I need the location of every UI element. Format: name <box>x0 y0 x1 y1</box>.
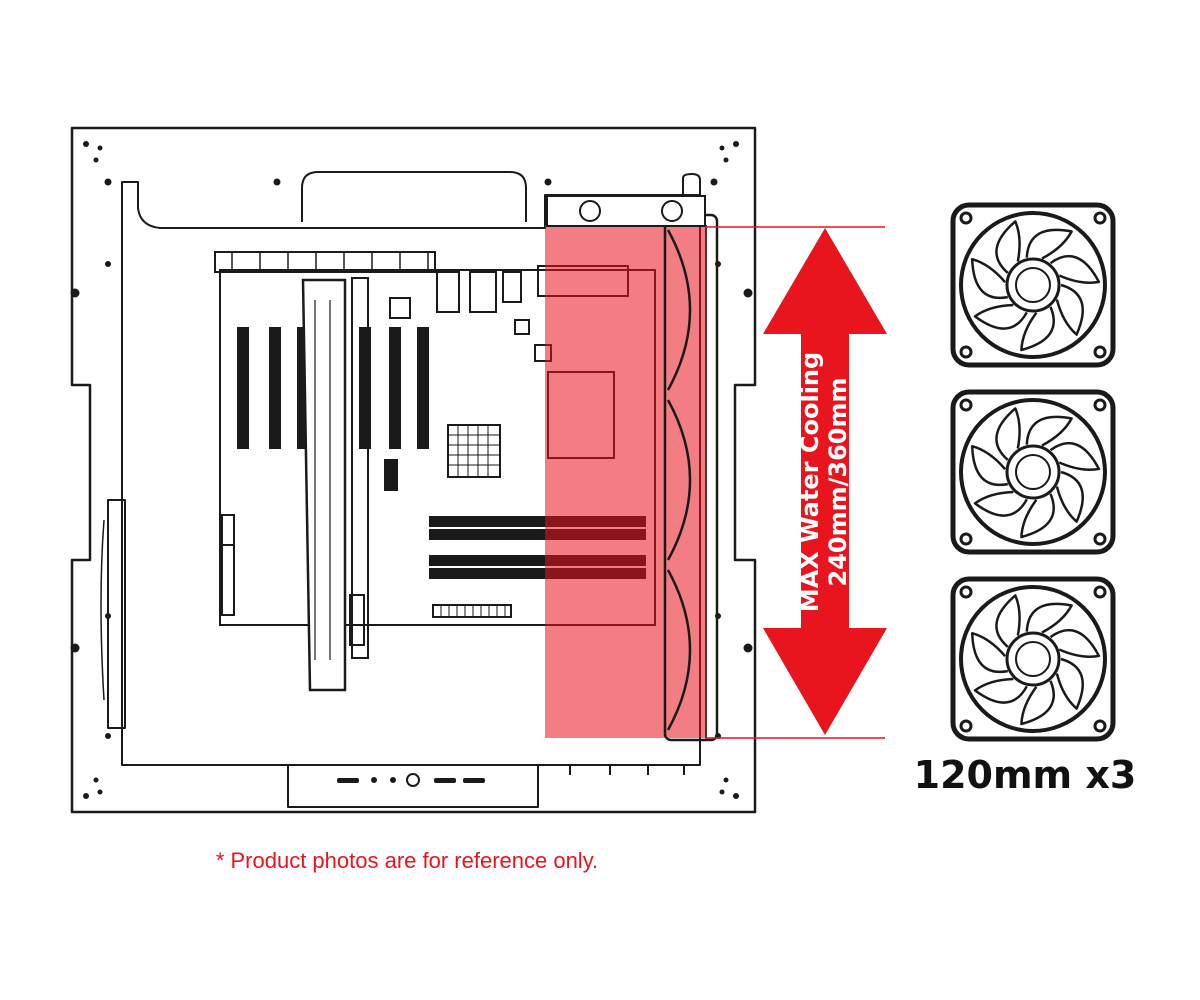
fan-icon <box>950 202 1116 368</box>
cooling-label-line2: 240mm/360mm <box>824 378 852 587</box>
disclaimer-text: * Product photos are for reference only. <box>216 848 598 873</box>
fan-icon <box>950 389 1116 555</box>
fan-icon <box>950 576 1116 742</box>
radiator-zone <box>545 225 707 738</box>
fan-size-caption: 120mm x3 <box>914 753 1137 797</box>
cooling-label-line1: MAX Water Cooling <box>796 352 824 612</box>
front-io-icons <box>337 773 485 787</box>
fan-stack <box>950 202 1116 742</box>
cooling-length-arrow: MAX Water Cooling 240mm/360mm <box>763 228 887 735</box>
measurement-guide-lines <box>705 226 885 739</box>
radiator-top-cap <box>546 195 706 227</box>
